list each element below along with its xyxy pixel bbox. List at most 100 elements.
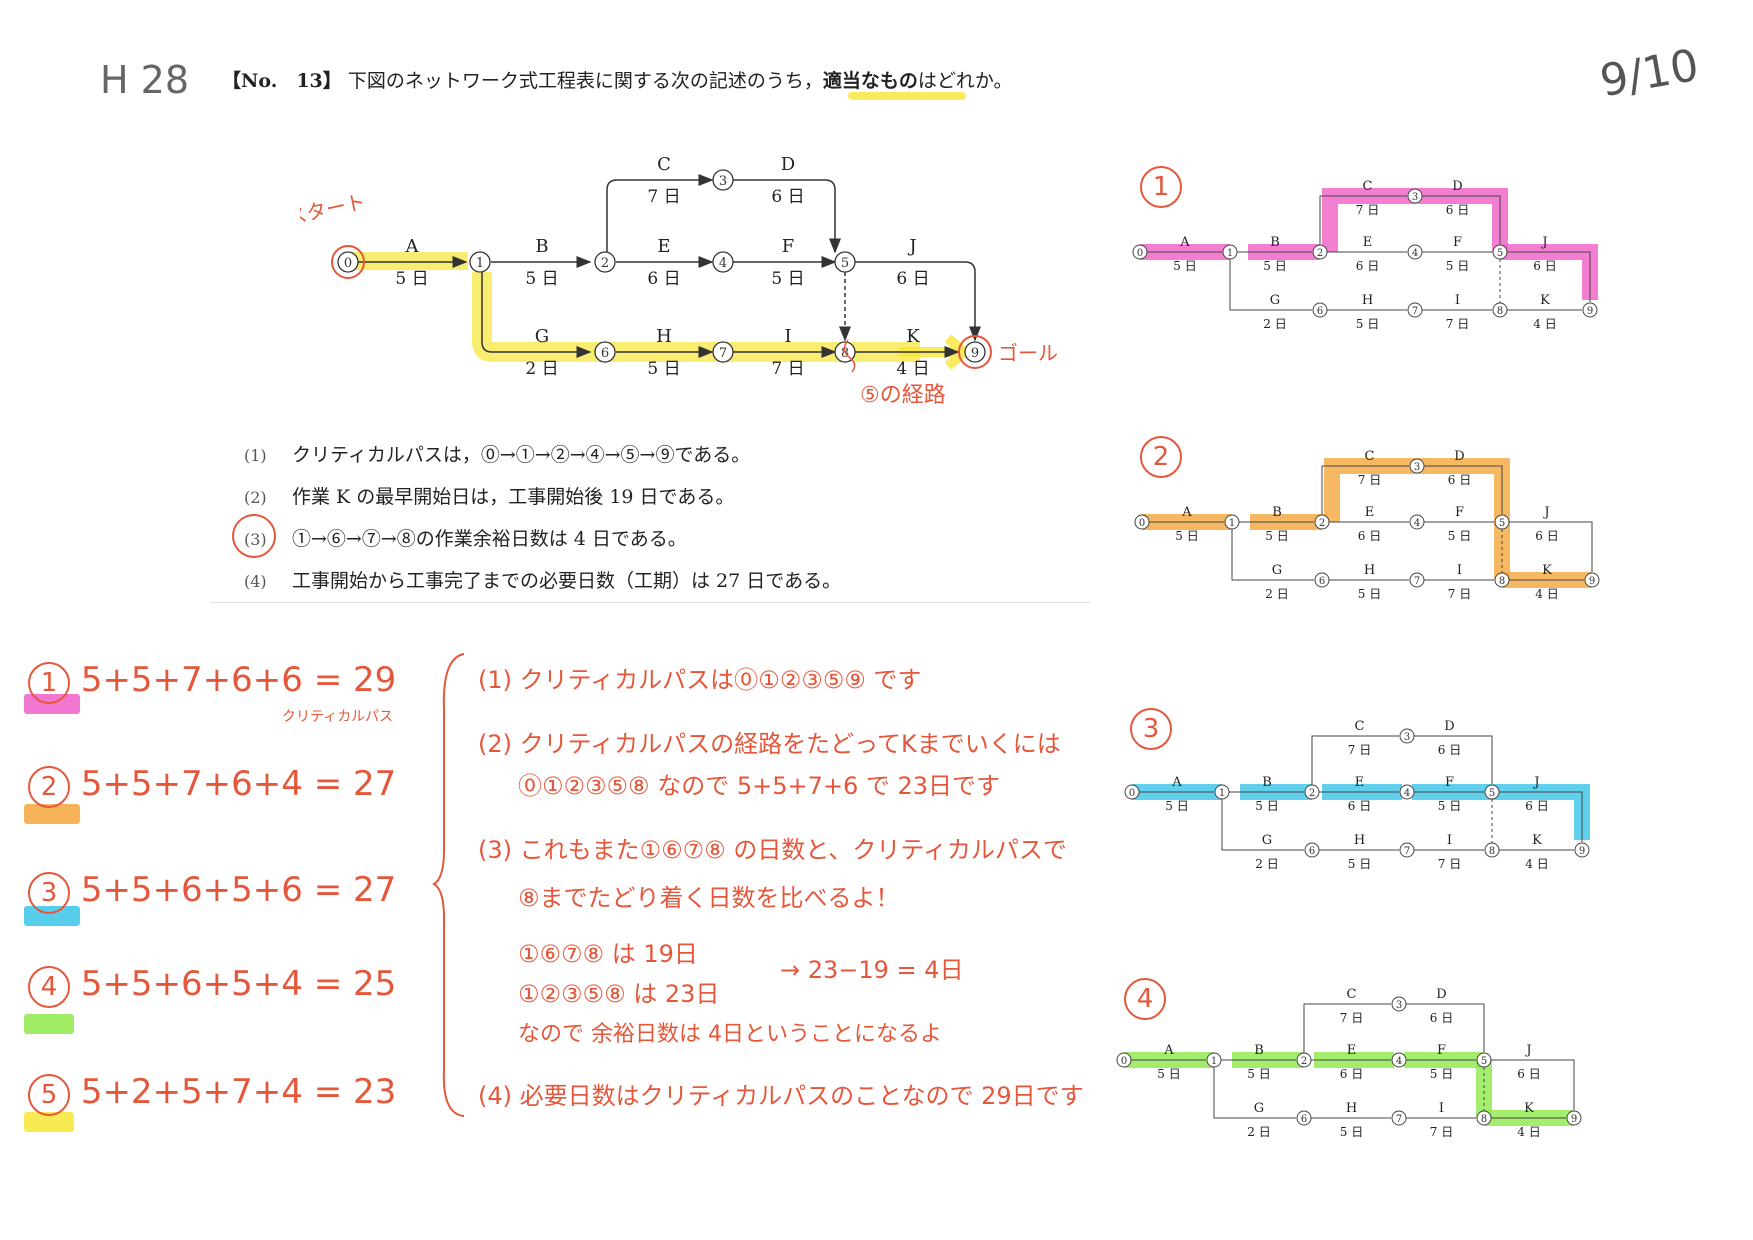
- mini-act-name: F: [1455, 505, 1464, 520]
- mini-node: [1116, 1052, 1132, 1068]
- node-4: 4: [712, 251, 734, 273]
- route-note-curve: [843, 339, 856, 373]
- choice-1: (1)クリティカルパスは，⓪→①→②→④→⑤→⑨である。: [244, 444, 751, 466]
- mini-act-name: A: [1181, 505, 1192, 520]
- mini-edge-d: [1422, 195, 1501, 244]
- mini-act-days: 5 日: [1255, 799, 1278, 813]
- mini-act-days: 5 日: [1263, 259, 1286, 273]
- act-c-name: C: [657, 154, 671, 175]
- mini-act-name: I: [1455, 293, 1460, 308]
- mini-network-4: A5 日B5 日C7 日D6 日E6 日F5 日J6 日G2 日H5 日I7 日…: [1116, 987, 1582, 1139]
- mini-act-name: K: [1532, 833, 1542, 848]
- mini-act-days: 7 日: [1348, 743, 1371, 757]
- mini-node-label: 4: [1396, 1056, 1402, 1067]
- mini-act-name: G: [1272, 563, 1282, 578]
- mini-act-name: F: [1445, 775, 1454, 790]
- mini-act-name: H: [1364, 563, 1375, 578]
- act-i-days: 7 日: [771, 359, 804, 379]
- mini-act-days: 5 日: [1340, 1125, 1363, 1139]
- mini-edge-c: [1319, 195, 1407, 245]
- mini-node: [1399, 784, 1415, 800]
- mini-act-name: K: [1540, 293, 1550, 308]
- mini-act-days: 6 日: [1340, 1067, 1363, 1081]
- mini-act-days: 6 日: [1358, 529, 1381, 543]
- mini-node-label: 5: [1497, 248, 1503, 259]
- explanation-4: (4) 必要日数はクリティカルパスのことなので 29日です: [478, 1082, 1084, 1110]
- brace: [432, 653, 465, 1117]
- svg-text:3: 3: [719, 174, 727, 189]
- mini-node: [1312, 244, 1328, 260]
- mini-node-label: 7: [1396, 1114, 1402, 1125]
- svg-text:1: 1: [476, 256, 484, 271]
- act-j-days: 6 日: [896, 269, 929, 289]
- mini-act-days: 7 日: [1446, 317, 1469, 331]
- mini-act-days: 7 日: [1430, 1125, 1453, 1139]
- mini-node-label: 1: [1227, 248, 1233, 259]
- mini-act-name: E: [1355, 775, 1365, 790]
- mini-node-label: 4: [1404, 788, 1410, 799]
- route-note: ⑤の経路: [860, 383, 946, 408]
- mini-act-days: 2 日: [1263, 317, 1286, 331]
- explanation-3e: ①②③⑤⑧ は 23日: [518, 980, 720, 1008]
- mini-act-name: E: [1363, 235, 1373, 250]
- mini-node: [1584, 572, 1600, 588]
- mini-edge-c: [1311, 735, 1399, 785]
- mini-node: [1206, 1052, 1222, 1068]
- mini-node: [1409, 572, 1425, 588]
- explanation-3b: ⑧までたどり着く日数を比べるよ！: [518, 884, 900, 912]
- mini-node-label: 8: [1497, 306, 1503, 317]
- mini-node-label: 5: [1489, 788, 1495, 799]
- mini-node: [1494, 514, 1510, 530]
- mini-act-days: 5 日: [1358, 587, 1381, 601]
- score-note: 9/10: [1596, 39, 1703, 108]
- act-h-name: H: [656, 326, 672, 347]
- mini-act-name: K: [1542, 563, 1552, 578]
- mini-node-label: 0: [1137, 248, 1143, 259]
- mini-node: [1304, 784, 1320, 800]
- svg-text:9: 9: [971, 346, 979, 361]
- explanation-3f: なので 余裕日数は 4日ということになるよ: [518, 1022, 942, 1047]
- mini-network-3: A5 日B5 日C7 日D6 日E6 日F5 日J6 日G2 日H5 日I7 日…: [1124, 719, 1590, 871]
- node-5: 5: [834, 251, 856, 273]
- mini-node: [1134, 514, 1150, 530]
- mini-act-days: 6 日: [1517, 1067, 1540, 1081]
- mini-node-label: 5: [1481, 1056, 1487, 1067]
- sum-5: 5 5+2+5+7+4 = 23: [28, 1072, 396, 1116]
- mini-edge-j: [1499, 791, 1583, 842]
- mini-node: [1574, 842, 1590, 858]
- mini-act-name: E: [1365, 505, 1375, 520]
- mini-node: [1222, 244, 1238, 260]
- mini-node: [1314, 572, 1330, 588]
- mini-edge-d: [1424, 465, 1503, 514]
- mini-act-name: A: [1163, 1043, 1174, 1058]
- question-tail: はどれか。: [917, 70, 1013, 92]
- mini-node: [1399, 728, 1415, 744]
- svg-text:5: 5: [841, 256, 849, 271]
- mini-act-name: A: [1171, 775, 1182, 790]
- mini-node: [1304, 842, 1320, 858]
- act-c-days: 7 日: [647, 187, 680, 207]
- node-7: 7: [712, 341, 734, 363]
- mini-edge-j: [1491, 1059, 1575, 1110]
- mini-node-label: 7: [1414, 576, 1420, 587]
- mini-act-name: I: [1457, 563, 1462, 578]
- mini-act-name: C: [1347, 987, 1357, 1002]
- explanation-3a: (3) これもまた①⑥⑦⑧ の日数と、クリティカルパスで: [478, 836, 1067, 864]
- mini-node-label: 3: [1412, 192, 1418, 203]
- node-9: 9: [964, 341, 986, 363]
- year-note: H 28: [100, 58, 190, 102]
- mini-act-name: J: [1524, 1043, 1531, 1058]
- mini-node-label: 8: [1489, 846, 1495, 857]
- act-a-name: A: [405, 236, 420, 257]
- choice-2: (2)作業 K の最早開始日は，工事開始後 19 日である。: [244, 486, 735, 508]
- mini-act-days: 5 日: [1173, 259, 1196, 273]
- mini-act-name: F: [1437, 1043, 1446, 1058]
- mini-node: [1312, 302, 1328, 318]
- mini-edge-g: [1221, 799, 1304, 851]
- mini-act-name: D: [1436, 987, 1446, 1002]
- svg-text:7: 7: [719, 346, 727, 361]
- mini-edge-g: [1229, 259, 1312, 311]
- mini-act-days: 5 日: [1157, 1067, 1180, 1081]
- mini-act-days: 7 日: [1448, 587, 1471, 601]
- mini-node-label: 8: [1499, 576, 1505, 587]
